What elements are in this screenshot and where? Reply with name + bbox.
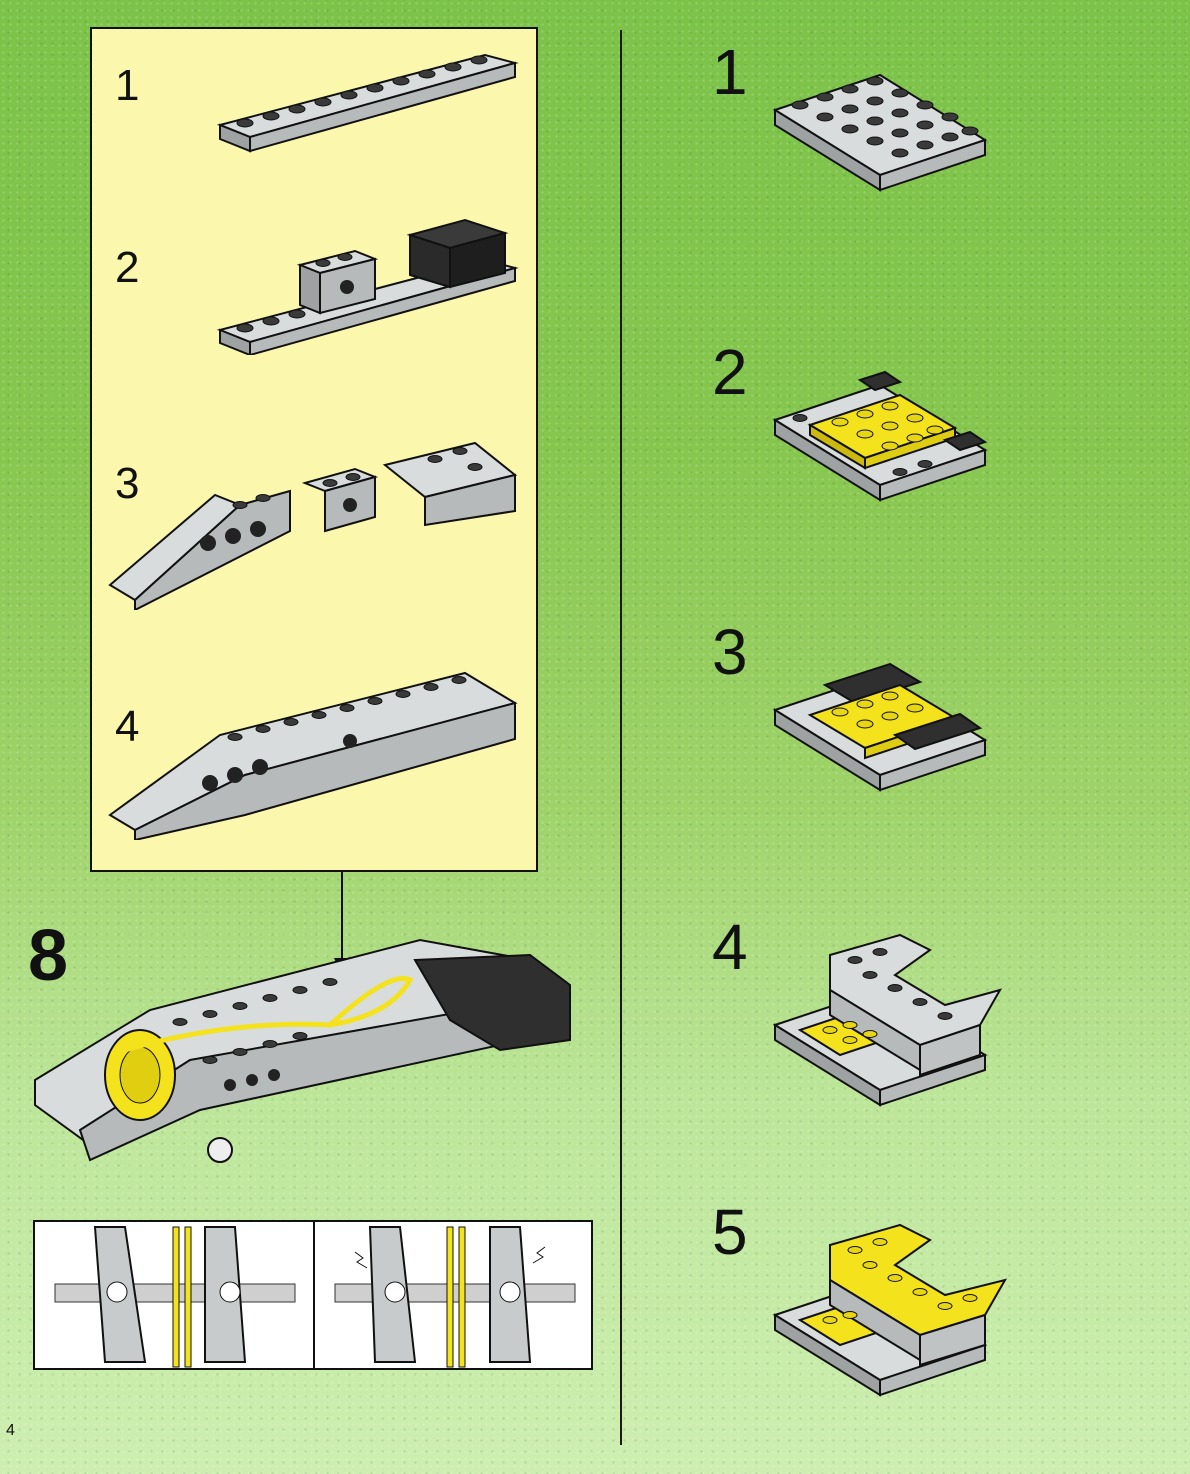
sub-step-2-illustration bbox=[216, 218, 519, 355]
page-number: 4 bbox=[6, 1422, 15, 1439]
tip-correct-illustration bbox=[54, 1226, 296, 1368]
step-1-plate-illustration bbox=[772, 73, 988, 192]
column-divider bbox=[620, 30, 622, 1445]
step-3-illustration bbox=[772, 662, 988, 792]
step-4-illustration bbox=[772, 933, 1003, 1107]
sub-step-1-plate-illustration bbox=[216, 53, 519, 153]
step-2-illustration bbox=[772, 370, 988, 502]
step-1-number: 1 bbox=[712, 36, 748, 108]
sub-step-3-illustration bbox=[108, 441, 518, 610]
tip-incorrect-illustration bbox=[334, 1226, 576, 1368]
step-5-number: 5 bbox=[712, 1196, 748, 1268]
step-4-number: 4 bbox=[712, 911, 748, 983]
step-8-model-illustration bbox=[34, 938, 571, 1163]
step-2-number: 2 bbox=[712, 336, 748, 408]
tip-box bbox=[33, 1220, 593, 1370]
sub-step-4-illustration bbox=[108, 671, 518, 840]
sub-step-3-number: 3 bbox=[115, 459, 140, 508]
tip-incorrect-panel bbox=[313, 1222, 593, 1368]
sub-step-4-number: 4 bbox=[115, 702, 140, 751]
step-3-number: 3 bbox=[712, 616, 748, 688]
step-8-number: 8 bbox=[28, 916, 69, 996]
sub-step-1-number: 1 bbox=[115, 61, 140, 110]
tip-correct-panel bbox=[35, 1222, 313, 1368]
sub-step-2-number: 2 bbox=[115, 243, 140, 292]
step-5-illustration bbox=[772, 1223, 1008, 1397]
